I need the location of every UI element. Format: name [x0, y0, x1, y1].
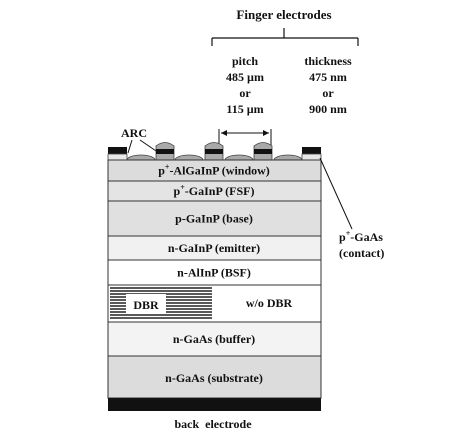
- contact-material-label: p+-GaAs: [339, 229, 383, 244]
- layer-2: [107, 200, 322, 237]
- pitch-value-1: 485 µm: [226, 70, 264, 84]
- layer-label-4: n-AlInP (BSF): [177, 266, 251, 280]
- pitch-value-2: 115 µm: [226, 102, 263, 116]
- arc-leader-lines: [127, 139, 160, 154]
- layer-stack: p+-AlGaInP (window) p+-GaInP (FSF) p-GaInP…: [107, 159, 322, 286]
- wo-dbr-label: w/o DBR: [246, 296, 293, 310]
- thickness-value-1: 475 nm: [309, 70, 347, 84]
- back-electrode-label: back electrode: [174, 417, 252, 431]
- back-electrode: [108, 398, 321, 411]
- layer-3: [107, 235, 322, 261]
- contact-gaas-right: [301, 153, 322, 161]
- layer-4: [107, 259, 322, 286]
- buffer-label: n-GaAs (buffer): [173, 332, 255, 346]
- finger-electrodes-bracket: [211, 28, 359, 46]
- arc-label: ARC: [121, 126, 147, 140]
- finger-electrodes-label: Finger electrodes: [236, 7, 331, 22]
- pitch-or: or: [239, 86, 251, 100]
- pitch-label: pitch: [232, 54, 258, 68]
- thickness-value-2: 900 nm: [309, 102, 347, 116]
- layer-label-3: n-GaInP (emitter): [168, 241, 260, 255]
- contact-gaas-left: [107, 153, 128, 161]
- finger-electrode-cap: [205, 149, 223, 154]
- layer-label-1: p+-GaInP (FSF): [174, 183, 255, 198]
- dbr-label-box: [126, 294, 166, 314]
- dbr-row: DBR w/o DBR: [107, 284, 322, 323]
- contact-role-label: (contact): [339, 246, 384, 260]
- contact-pad-right: [302, 147, 321, 154]
- contact-callout: p+-GaAs (contact): [319, 157, 384, 260]
- layer-label-2: p-GaInP (base): [175, 212, 253, 226]
- buffer-layer: [107, 321, 322, 357]
- finger-electrode-cap: [254, 149, 272, 154]
- dbr-label: DBR: [133, 298, 159, 312]
- thickness-label: thickness: [304, 54, 352, 68]
- thickness-or: or: [322, 86, 334, 100]
- finger-electrode-cap: [156, 149, 174, 154]
- pitch-dimension-arrow: [218, 129, 272, 145]
- substrate-layer: [107, 355, 322, 399]
- substrate-label: n-GaAs (substrate): [165, 371, 263, 385]
- contact-pad-left: [108, 147, 127, 154]
- layer-label-0: p+-AlGaInP (window): [158, 163, 270, 178]
